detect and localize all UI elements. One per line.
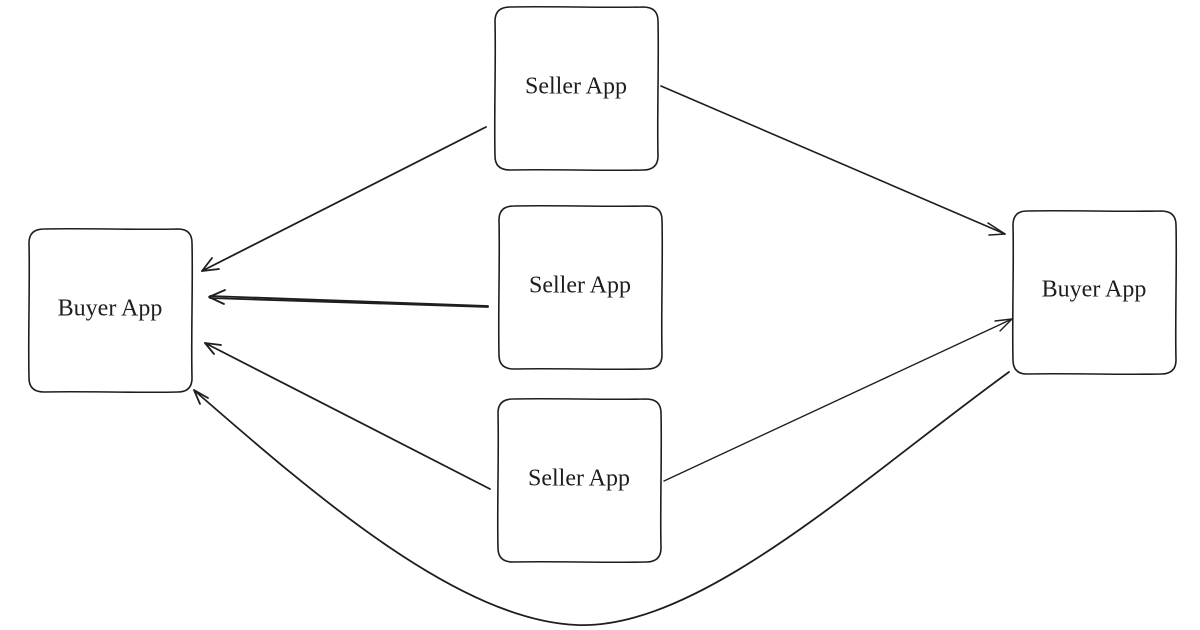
arrow-seller-top-to-buyer-left: [201, 126, 487, 272]
buyer-app-right-node[interactable]: [1011, 209, 1178, 376]
seller-app-bottom-label: Seller App: [528, 466, 630, 492]
arrow-buyer-right-to-buyer-left: [193, 371, 1010, 626]
arrow-seller-bottom-to-buyer-left: [204, 342, 491, 490]
seller-app-top-label: Seller App: [525, 74, 627, 100]
arrow-seller-bottom-to-buyer-right: [663, 318, 1013, 482]
seller-app-middle-label: Seller App: [529, 273, 631, 299]
buyer-app-right-label: Buyer App: [1042, 277, 1147, 303]
seller-app-top-node[interactable]: [493, 5, 660, 172]
buyer-app-left-label: Buyer App: [58, 296, 163, 322]
seller-app-bottom-node[interactable]: [496, 397, 663, 564]
buyer-app-left-node[interactable]: [27, 227, 194, 394]
arrow-seller-middle-to-buyer-left: [208, 289, 489, 308]
seller-app-middle-node[interactable]: [497, 204, 664, 371]
arrow-seller-top-to-buyer-right: [660, 85, 1006, 236]
